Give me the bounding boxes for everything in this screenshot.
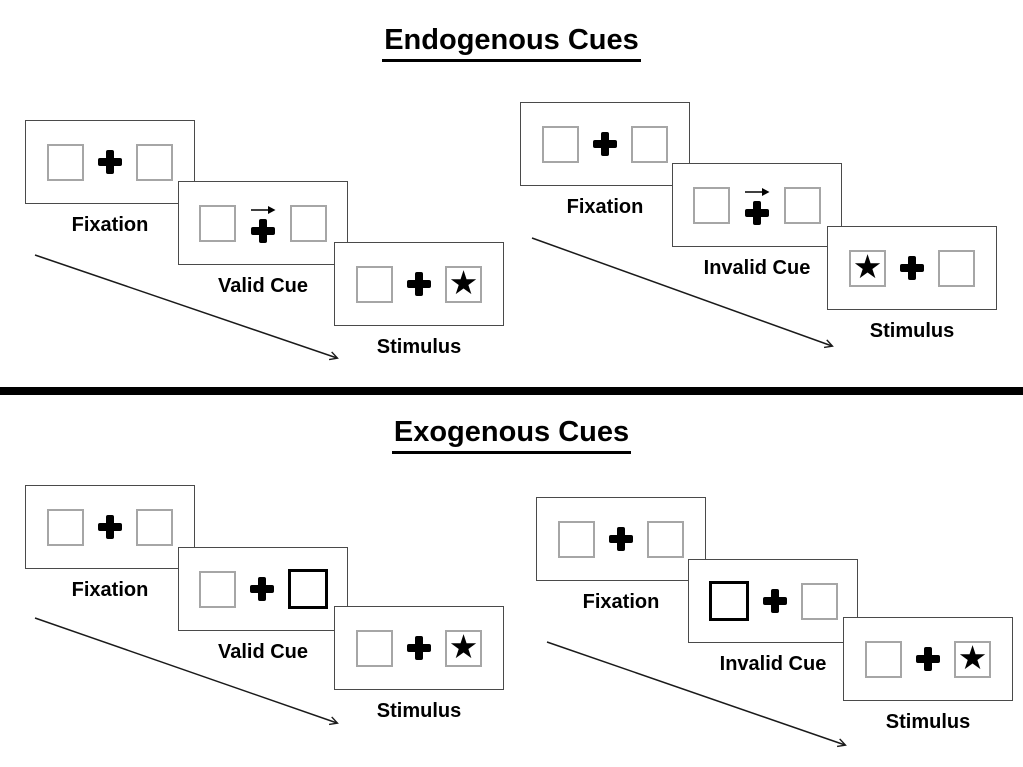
panel-label-stimulus: Stimulus <box>376 336 462 358</box>
endo-invalid-stimulus-panel: ★ <box>827 226 997 310</box>
placeholder-box-left <box>198 570 236 608</box>
fixation-cross-icon <box>609 527 633 551</box>
fixation-cross-icon <box>249 577 274 601</box>
fixation-cross-icon <box>407 636 431 660</box>
fixation-cross-icon <box>407 272 431 296</box>
placeholder-box-right <box>938 249 975 287</box>
fixation-cross-icon <box>900 256 924 280</box>
panel-label-valid-cue: Valid Cue <box>217 275 309 297</box>
cue-arrow-icon <box>251 205 276 214</box>
exo-valid-cue-panel <box>178 547 348 631</box>
fixation-cross-icon <box>251 218 275 243</box>
exo-valid-fixation-panel <box>25 485 195 569</box>
placeholder-box-left <box>693 186 730 224</box>
stimulus-box-right: ★ <box>954 639 991 678</box>
endo-valid-fixation-panel <box>25 120 195 204</box>
star-stimulus-icon: ★ <box>957 639 988 676</box>
panel-label-stimulus: Stimulus <box>376 700 462 722</box>
fixation-cross-icon <box>762 589 787 613</box>
section-title-exogenous: Exogenous Cues <box>0 416 1023 454</box>
fixation-cross-icon <box>916 647 940 671</box>
star-stimulus-icon: ★ <box>448 264 479 301</box>
placeholder-box-left <box>542 125 579 163</box>
placeholder-box-right <box>631 125 668 163</box>
exo-invalid-fixation-panel <box>536 497 706 581</box>
fixation-cross-icon <box>98 515 122 539</box>
section-title-exogenous-text: Exogenous Cues <box>391 416 632 454</box>
placeholder-box-right <box>136 143 173 181</box>
panel-label-fixation: Fixation <box>566 196 644 218</box>
highlighted-cue-box-right <box>287 569 328 609</box>
star-stimulus-icon: ★ <box>448 628 479 665</box>
section-title-endogenous: Endogenous Cues <box>0 24 1023 62</box>
placeholder-box-left <box>356 629 393 667</box>
placeholder-box-left <box>558 520 595 558</box>
panel-label-stimulus: Stimulus <box>885 711 971 733</box>
panel-label-invalid-cue: Invalid Cue <box>719 653 827 675</box>
placeholder-box-right <box>136 508 173 546</box>
panel-label-invalid-cue: Invalid Cue <box>703 257 811 279</box>
highlighted-cue-box-left <box>708 581 749 621</box>
placeholder-box-left <box>47 508 84 546</box>
placeholder-box-right <box>784 186 821 224</box>
sequence-arrow-endo-invalid <box>531 237 832 346</box>
section-divider <box>0 387 1023 395</box>
stimulus-box-right: ★ <box>445 264 482 303</box>
sequence-arrow-endo-valid <box>34 254 337 358</box>
cue-arrow-icon <box>745 187 770 196</box>
fixation-cross-icon <box>593 132 617 156</box>
endo-invalid-cue-panel <box>672 163 842 247</box>
placeholder-box-left <box>47 143 84 181</box>
endo-valid-cue-panel <box>178 181 348 265</box>
stimulus-box-left: ★ <box>849 248 886 287</box>
fixation-cross-icon <box>98 150 122 174</box>
section-title-endogenous-text: Endogenous Cues <box>382 24 641 62</box>
placeholder-box-right <box>647 520 684 558</box>
exo-valid-stimulus-panel: ★ <box>334 606 504 690</box>
star-stimulus-icon: ★ <box>852 248 883 285</box>
placeholder-box-left <box>356 265 393 303</box>
panel-label-fixation: Fixation <box>582 591 660 613</box>
placeholder-box-left <box>865 640 902 678</box>
exo-invalid-cue-panel <box>688 559 858 643</box>
placeholder-box-left <box>199 204 236 242</box>
central-cue <box>744 186 770 225</box>
endo-invalid-fixation-panel <box>520 102 690 186</box>
panel-label-fixation: Fixation <box>71 214 149 236</box>
placeholder-box-right <box>290 204 327 242</box>
panel-label-fixation: Fixation <box>71 579 149 601</box>
fixation-cross-icon <box>745 200 769 225</box>
panel-label-valid-cue: Valid Cue <box>217 641 309 663</box>
sequence-arrow-exo-valid <box>34 617 337 723</box>
endo-valid-stimulus-panel: ★ <box>334 242 504 326</box>
exo-invalid-stimulus-panel: ★ <box>843 617 1013 701</box>
panel-label-stimulus: Stimulus <box>869 320 955 342</box>
placeholder-box-right <box>800 582 838 620</box>
stimulus-box-right: ★ <box>445 628 482 667</box>
central-cue <box>250 204 276 243</box>
